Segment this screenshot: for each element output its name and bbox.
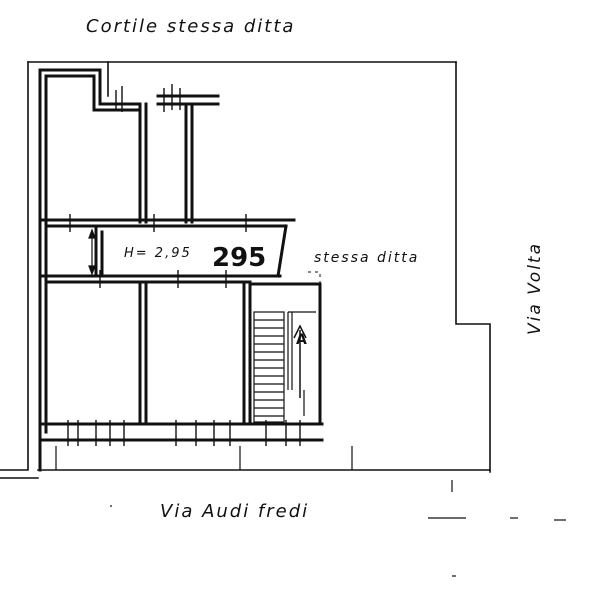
label-stessa-ditta: stessa ditta: [314, 250, 419, 266]
label-height: H= 2,95: [124, 246, 192, 261]
building-walls: [38, 68, 324, 472]
stair-arrow-label: A: [296, 332, 307, 348]
height-dimension-icon: [88, 228, 96, 276]
label-via-audifredi: Via Audi fredi: [160, 501, 309, 522]
boundary-ticks: [55, 446, 566, 577]
stair-treads: [253, 311, 316, 423]
openings: [67, 84, 301, 446]
stair-arrow-icon: [293, 324, 307, 398]
label-via-volta: Via Volta: [525, 242, 545, 335]
label-courtyard: Cortile stessa ditta: [86, 16, 295, 37]
label-handwritten-height: 295: [212, 243, 266, 273]
stair-boundary: [304, 271, 321, 284]
property-outline: [0, 61, 491, 479]
